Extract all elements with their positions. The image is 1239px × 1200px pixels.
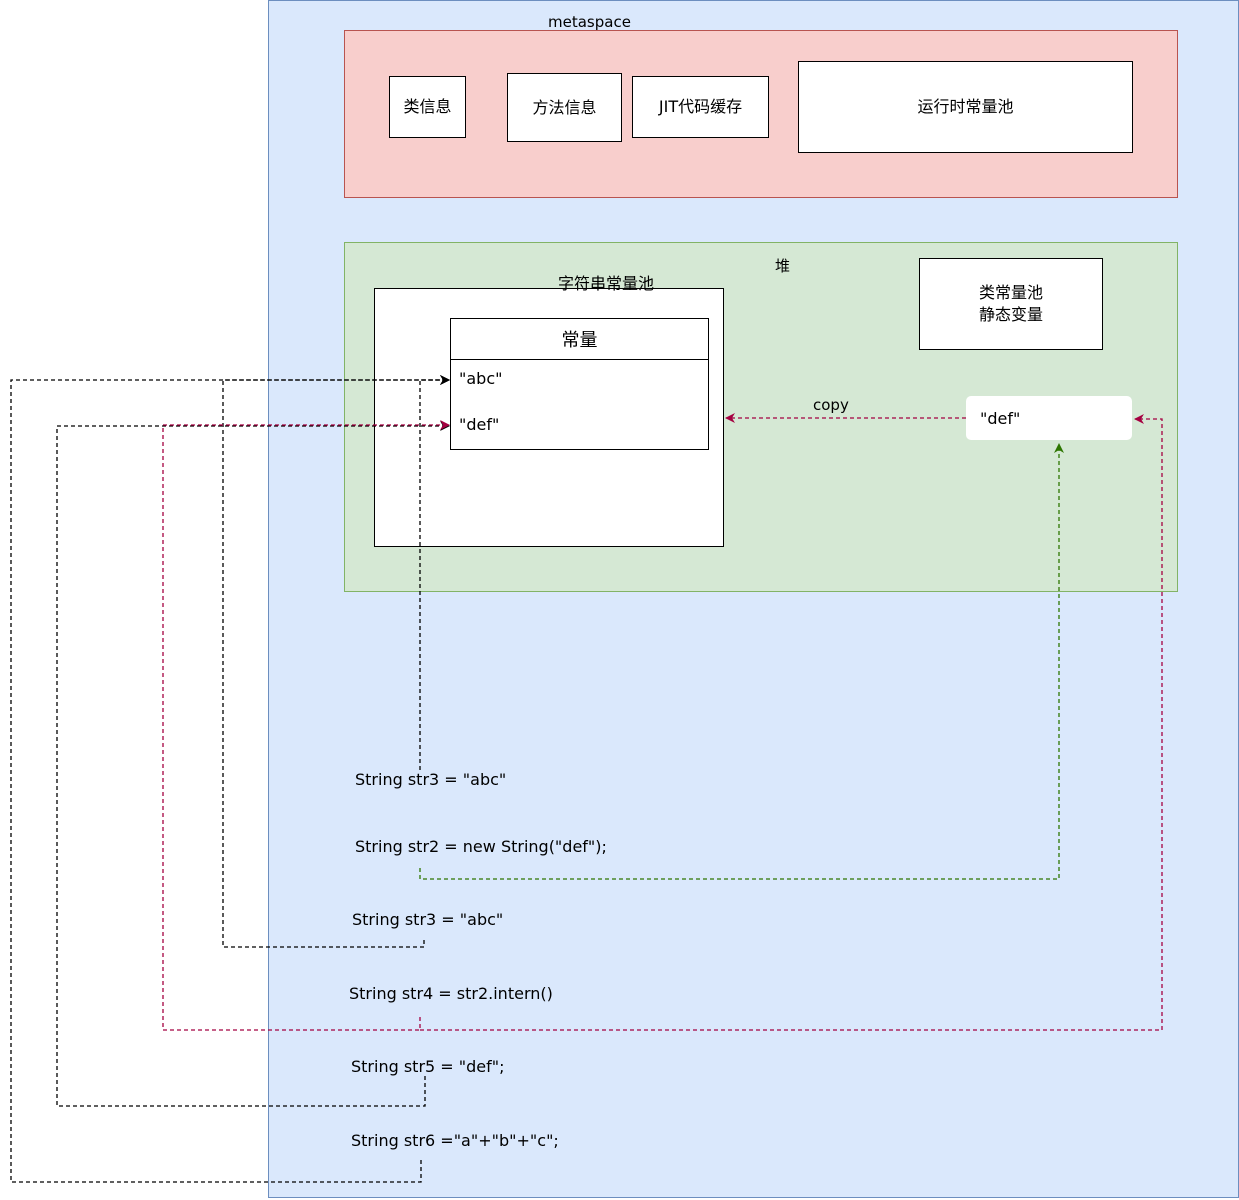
- constant-def[interactable]: "def": [459, 415, 500, 434]
- metaspace-title: metaspace: [548, 13, 631, 31]
- runtime-constant-pool-box[interactable]: 运行时常量池: [798, 61, 1133, 153]
- jit-code-cache-box[interactable]: JIT代码缓存: [632, 76, 769, 138]
- arrow-str4-to-def: [162, 420, 450, 1031]
- code-line-6: String str6 ="a"+"b"+"c";: [351, 1131, 559, 1150]
- constant-abc[interactable]: "abc": [459, 369, 503, 388]
- arrow-str3-to-abc: [419, 375, 450, 770]
- copy-label: copy: [813, 396, 849, 414]
- code-line-5: String str5 = "def";: [351, 1057, 505, 1076]
- static-variables-label: 静态变量: [978, 305, 1043, 324]
- code-line-1: String str3 = "abc": [355, 770, 507, 789]
- constants-header: 常量: [451, 319, 708, 360]
- heap-title: 堆: [775, 257, 791, 275]
- arrow-str6-to-abc: [10, 375, 450, 1183]
- jvm-memory-area: [268, 0, 1239, 1198]
- method-info-box[interactable]: 方法信息: [507, 73, 622, 142]
- arrow-str4-to-heap-object: [420, 414, 1163, 1031]
- heap-string-object[interactable]: "def": [966, 396, 1132, 440]
- code-line-3: String str3 = "abc": [352, 910, 504, 929]
- constants-table[interactable]: 常量 "abc" "def": [450, 318, 709, 450]
- string-pool-title: 字符串常量池: [558, 274, 655, 293]
- class-constant-pool-label: 类常量池: [978, 283, 1043, 302]
- class-info-box[interactable]: 类信息: [389, 76, 466, 138]
- code-line-2: String str2 = new String("def");: [355, 837, 607, 856]
- code-line-4: String str4 = str2.intern(): [349, 984, 553, 1003]
- arrow-str3b-to-abc: [222, 375, 450, 948]
- arrow-str5-to-def: [56, 421, 450, 1107]
- arrow-str2-to-heap-object: [419, 443, 1064, 880]
- class-constant-pool-box[interactable]: 类常量池 静态变量: [919, 258, 1103, 350]
